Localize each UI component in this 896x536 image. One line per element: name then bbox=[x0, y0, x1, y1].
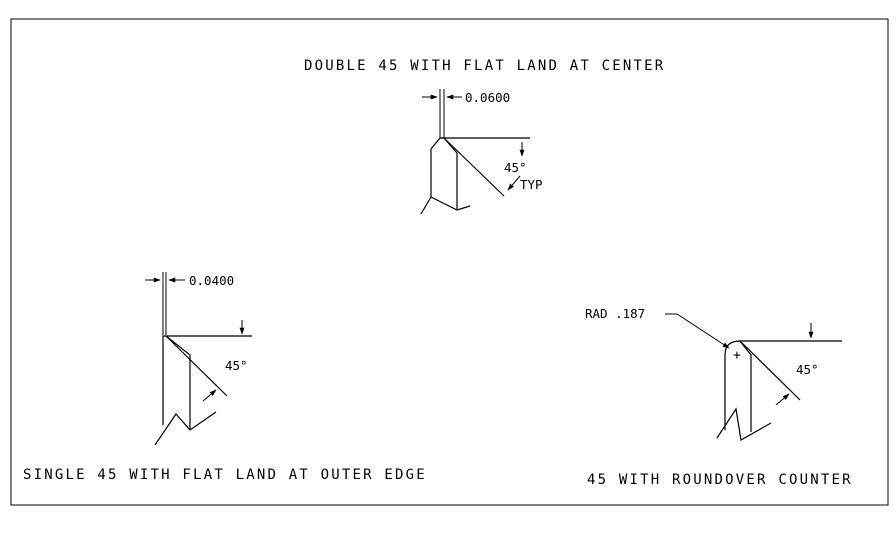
right-angle-value: 45° bbox=[796, 362, 819, 377]
detail-double-45: DOUBLE 45 WITH FLAT LAND AT CENTER 0.060… bbox=[304, 58, 665, 215]
left-angle-value: 45° bbox=[225, 358, 248, 373]
right-caption: 45 WITH ROUNDOVER COUNTER bbox=[587, 472, 853, 488]
left-profile bbox=[154, 335, 252, 446]
top-angle-value: 45° bbox=[504, 160, 527, 175]
top-angle-dimension: 45° TYP bbox=[504, 142, 543, 192]
left-angle-dimension: 45° bbox=[202, 320, 248, 402]
right-radius-label: RAD .187 bbox=[585, 306, 645, 321]
top-typ-label: TYP bbox=[520, 177, 543, 192]
left-caption: SINGLE 45 WITH FLAT LAND AT OUTER EDGE bbox=[23, 467, 427, 483]
top-profile bbox=[420, 137, 530, 215]
detail-roundover: RAD .187 + 45° 45 WITH ROUNDOVER COUNTER bbox=[585, 306, 853, 488]
drawing-border bbox=[10, 18, 889, 506]
top-land-value: 0.0600 bbox=[465, 90, 510, 105]
top-land-dimension: 0.0600 bbox=[422, 89, 510, 138]
right-angle-dimension: 45° bbox=[775, 323, 819, 406]
top-caption: DOUBLE 45 WITH FLAT LAND AT CENTER bbox=[304, 58, 665, 74]
right-radius-leader: RAD .187 bbox=[585, 306, 730, 349]
left-land-value: 0.0400 bbox=[189, 273, 234, 288]
right-center-mark: + bbox=[733, 348, 741, 363]
left-land-dimension: 0.0400 bbox=[145, 272, 234, 335]
detail-single-45: 0.0400 45° SINGLE 45 WITH FLAT LAND AT O… bbox=[23, 272, 427, 483]
right-profile: + bbox=[716, 340, 842, 441]
